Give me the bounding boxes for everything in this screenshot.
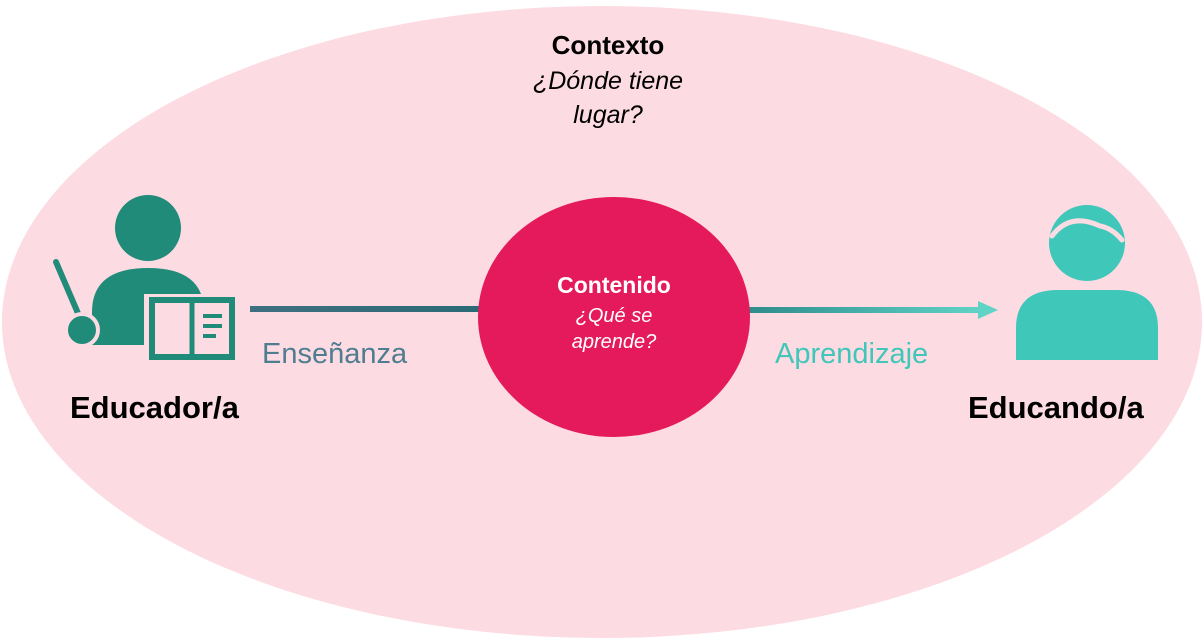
learner-label: Educando/a: [968, 390, 1144, 425]
teaching-line: [250, 306, 490, 312]
content-title: Contenido: [557, 272, 671, 298]
teacher-head: [115, 195, 181, 261]
educator-label: Educador/a: [70, 390, 239, 425]
content-circle: [478, 197, 750, 437]
context-question: ¿Dónde tiene lugar?: [532, 67, 684, 129]
student-head: [1049, 205, 1125, 281]
teacher-hand: [64, 312, 100, 348]
context-title: Contexto: [551, 30, 665, 60]
student-body: [1016, 290, 1158, 360]
teaching-label: Enseñanza: [262, 338, 408, 370]
learning-label: Aprendizaje: [775, 338, 929, 370]
teacher-pointer: [53, 259, 83, 321]
learning-line: [740, 307, 980, 313]
content-question: ¿Qué se aprende?: [571, 305, 657, 353]
learning-arrowhead: [978, 301, 998, 319]
